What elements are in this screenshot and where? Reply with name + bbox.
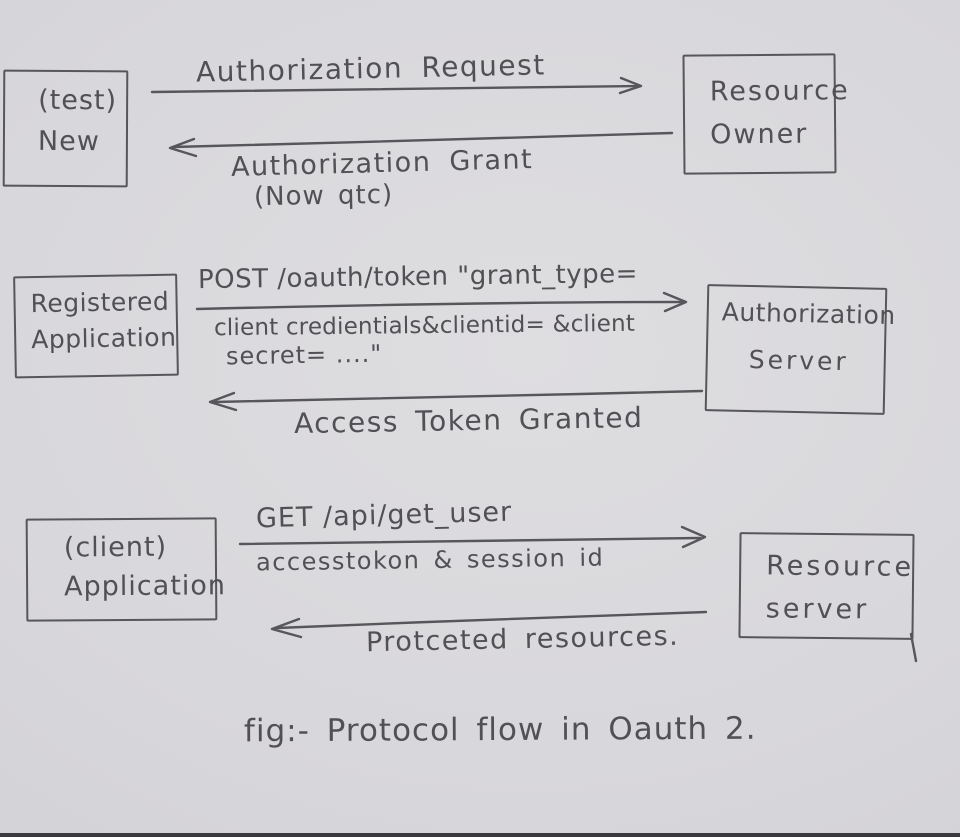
arrow-authorization-grant (168, 131, 674, 158)
photo-bottom-edge (0, 833, 960, 837)
arrow-access-token-granted (208, 389, 704, 412)
box-client-test: (test) New (2, 69, 129, 188)
label-protected-resources: Protceted resources. (365, 620, 680, 659)
box-resource-owner-line: Resource (709, 75, 850, 108)
box-client-test-line: New (37, 125, 100, 157)
box-resource-server-line: Resource (766, 550, 915, 583)
arrow-post-oauth-token (195, 291, 688, 313)
arrow-authorization-request (150, 76, 643, 95)
box-registered-application-line: Application (30, 322, 177, 355)
label-client-secret: secret= ...." (225, 339, 383, 371)
box-authorization-server-line: Server (748, 344, 850, 376)
pencil-stray-stroke (909, 632, 918, 663)
arrow-get-api-user (238, 525, 707, 549)
label-client-credentials: client credientials&clientid= &client (213, 310, 636, 342)
box-client-application-line: (client) (63, 531, 168, 564)
box-resource-server: Resource server (738, 532, 915, 640)
box-client-application-line: Application (64, 570, 227, 603)
box-authorization-server: Authorization Server (704, 284, 896, 415)
box-client-test-line: (test) (38, 84, 118, 117)
box-client-application: (client) Application (25, 517, 227, 622)
label-access-token-granted: Access Token Granted (293, 400, 644, 441)
box-resource-server-line: server (765, 593, 870, 626)
box-registered-application: Registered Application (13, 273, 179, 379)
label-accesstoken-sessionid: accesstokon & session id (255, 543, 605, 577)
figure-caption: fig:- Protocol flow in Oauth 2. (243, 710, 757, 750)
box-resource-owner: Resource Owner (682, 53, 850, 175)
arrow-protected-resources (270, 610, 708, 639)
box-registered-application-line: Registered (30, 286, 170, 319)
box-resource-owner-line: Owner (710, 118, 809, 151)
label-now-qtc: (Now qtc) (253, 179, 394, 213)
box-authorization-server-line: Authorization (721, 297, 896, 331)
label-post-oauth-token: POST /oauth/token "grant_type= (197, 258, 639, 296)
